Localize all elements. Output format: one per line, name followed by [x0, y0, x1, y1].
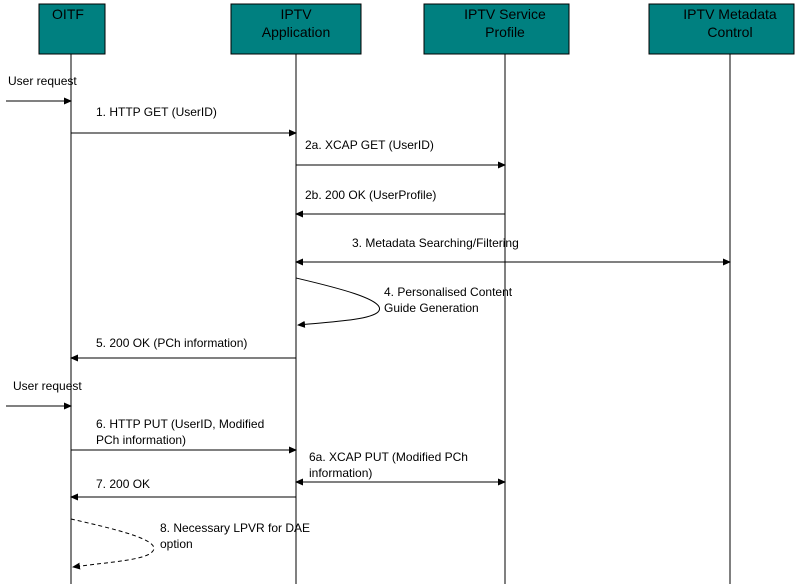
message-label: 5. 200 OK (PCh information): [96, 336, 247, 350]
message-label: Guide Generation: [384, 301, 479, 315]
message-label: 3. Metadata Searching/Filtering: [352, 236, 519, 250]
participant-box: [230, 3, 362, 55]
message-m3: 3. Metadata Searching/Filtering: [295, 236, 731, 266]
participant-box: [423, 3, 570, 55]
self-message-arrow: [70, 518, 155, 570]
participant-box: [38, 3, 106, 55]
participant-label: IPTV Metadata: [683, 6, 777, 22]
message-label: 2b. 200 OK (UserProfile): [305, 188, 436, 202]
message-m5: 5. 200 OK (PCh information): [70, 336, 296, 362]
message-m2b: 2b. 200 OK (UserProfile): [295, 188, 505, 218]
message-label: 7. 200 OK: [96, 477, 150, 491]
message-label: PCh information): [96, 433, 186, 447]
external-request: User request: [6, 74, 77, 105]
message-m2a: 2a. XCAP GET (UserID): [296, 138, 506, 169]
self-message-arrow: [295, 277, 381, 328]
participant-box: [648, 3, 795, 55]
message-label: information): [309, 466, 372, 480]
message-label: 1. HTTP GET (UserID): [96, 105, 217, 119]
message-label: 8. Necessary LPVR for DAE: [160, 521, 310, 535]
message-m7: 7. 200 OK: [70, 477, 296, 501]
message-label: 2a. XCAP GET (UserID): [305, 138, 434, 152]
participant-label: Application: [262, 24, 331, 40]
message-m1: 1. HTTP GET (UserID): [71, 105, 297, 137]
participant-label: IPTV Service: [464, 6, 546, 22]
participant-app: IPTV Application: [230, 3, 362, 55]
external-request: User request: [6, 379, 82, 410]
participant-oitf: OITF: [38, 3, 106, 55]
message-m6a: 6a. XCAP PUT (Modified PCh information): [295, 450, 506, 486]
request-label: User request: [13, 379, 82, 393]
participant-label: OITF: [52, 6, 84, 22]
participant-label: IPTV: [280, 6, 312, 22]
participant-label: Profile: [485, 24, 525, 40]
message-label: 4. Personalised Content: [384, 285, 513, 299]
message-m8: 8. Necessary LPVR for DAE option: [70, 518, 310, 570]
participant-label: Control: [707, 24, 752, 40]
message-label: 6. HTTP PUT (UserID, Modified: [96, 417, 264, 431]
request-label: User request: [8, 74, 77, 88]
message-label: 6a. XCAP PUT (Modified PCh: [309, 450, 468, 464]
message-label: option: [160, 537, 193, 551]
